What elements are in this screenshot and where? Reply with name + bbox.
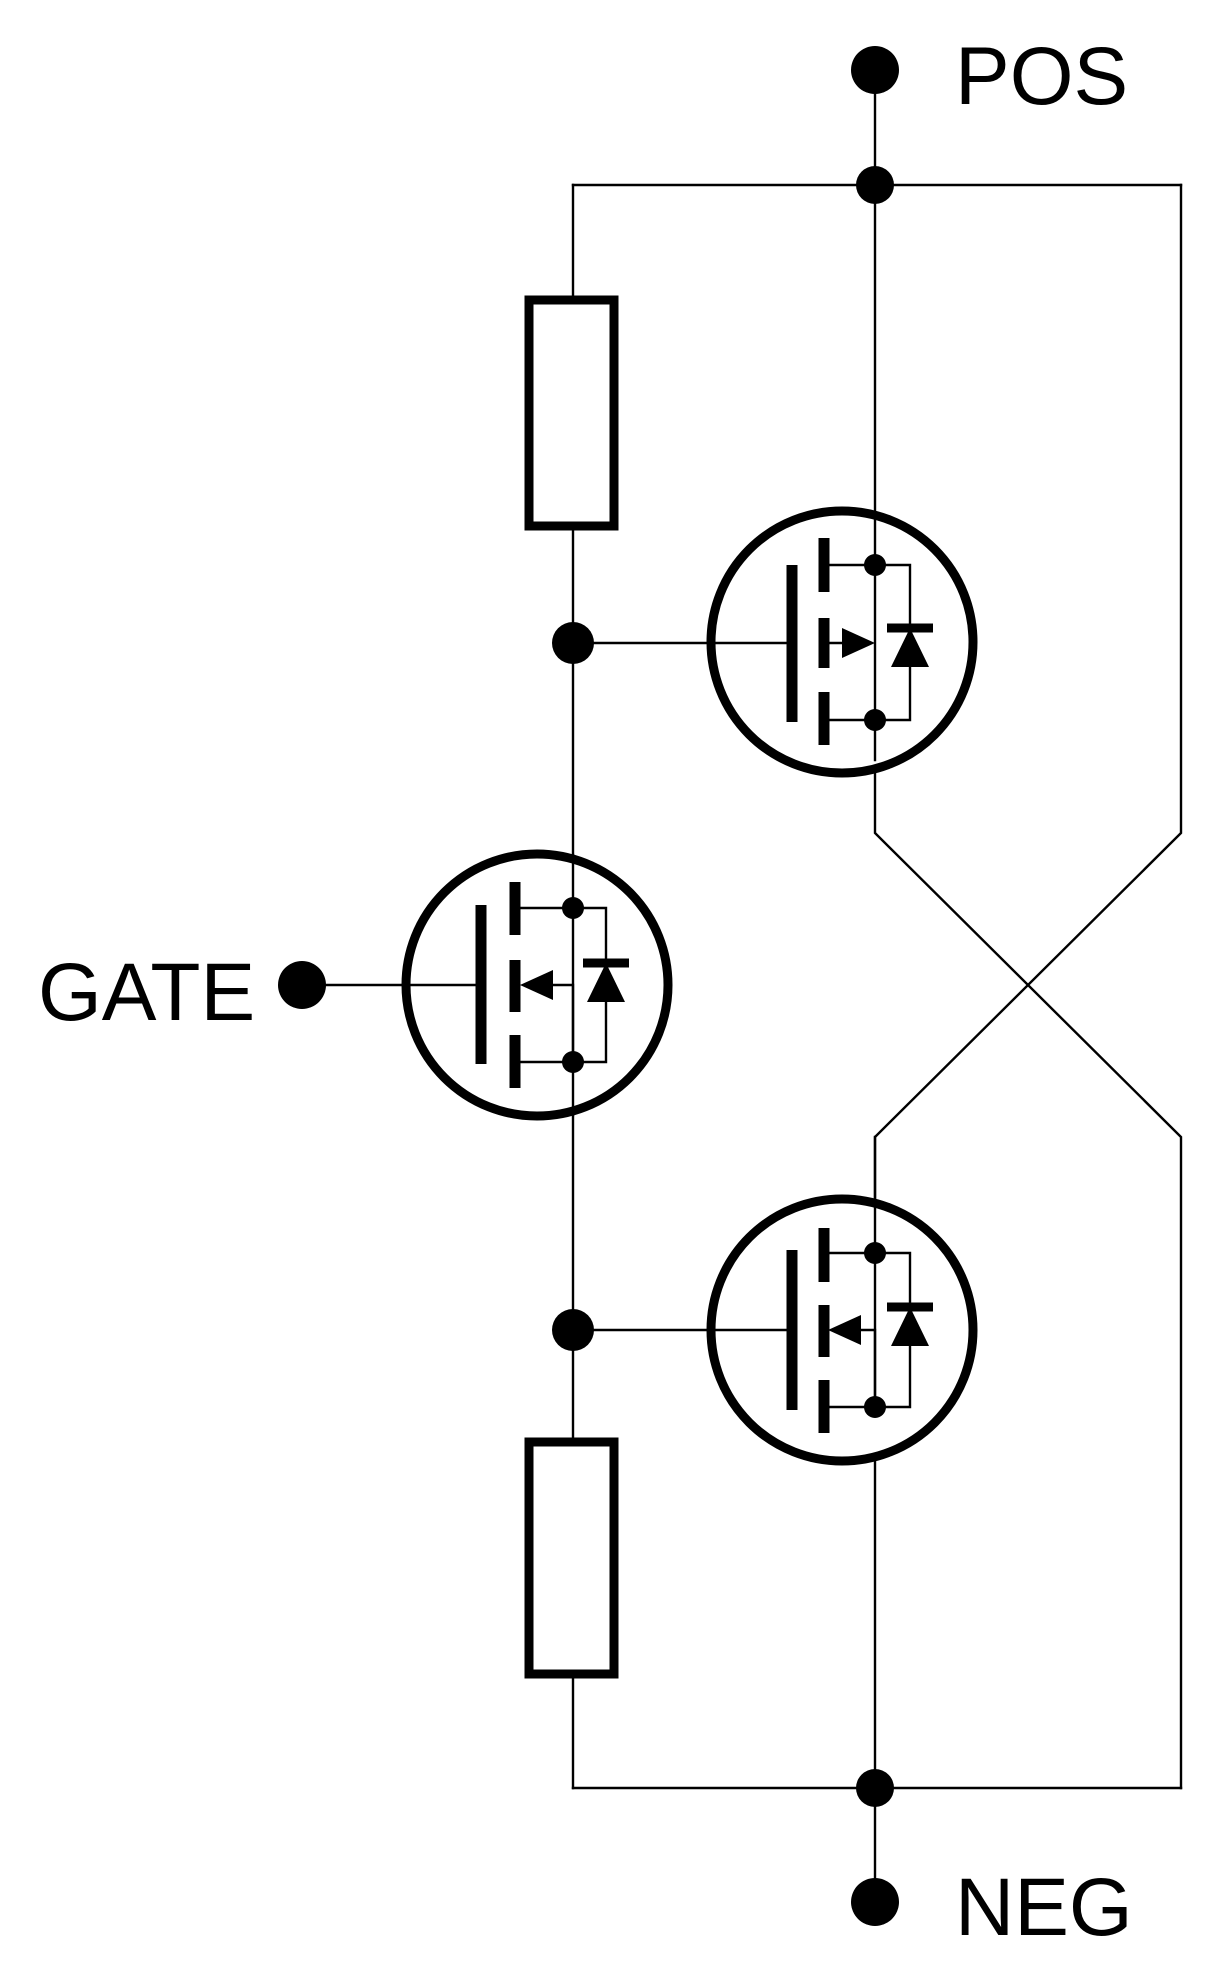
- gate-label: GATE: [38, 947, 255, 1038]
- middle-body-arrow: [520, 970, 553, 1000]
- middle-diode-triangle: [587, 963, 625, 1002]
- pos-terminal-dot[interactable]: [851, 46, 899, 94]
- neg-terminal-dot[interactable]: [851, 1878, 899, 1926]
- lower-resistor: [524, 1437, 619, 1679]
- upper-diode-triangle: [891, 628, 929, 667]
- lower-diode-triangle: [891, 1307, 929, 1346]
- pos-label: POS: [955, 31, 1128, 122]
- lower-mosfet: [571, 1135, 978, 1466]
- upper-resistor: [524, 295, 619, 531]
- middle-mosfet: GATE: [38, 849, 673, 1121]
- gate-terminal-dot[interactable]: [278, 961, 326, 1009]
- upper-mosfet: [571, 506, 978, 778]
- upper-body-arrow: [842, 628, 875, 658]
- upper-source-crossover-wire: [873, 758, 1183, 1790]
- neg-label: NEG: [955, 1862, 1133, 1953]
- lower-body-arrow: [828, 1315, 861, 1345]
